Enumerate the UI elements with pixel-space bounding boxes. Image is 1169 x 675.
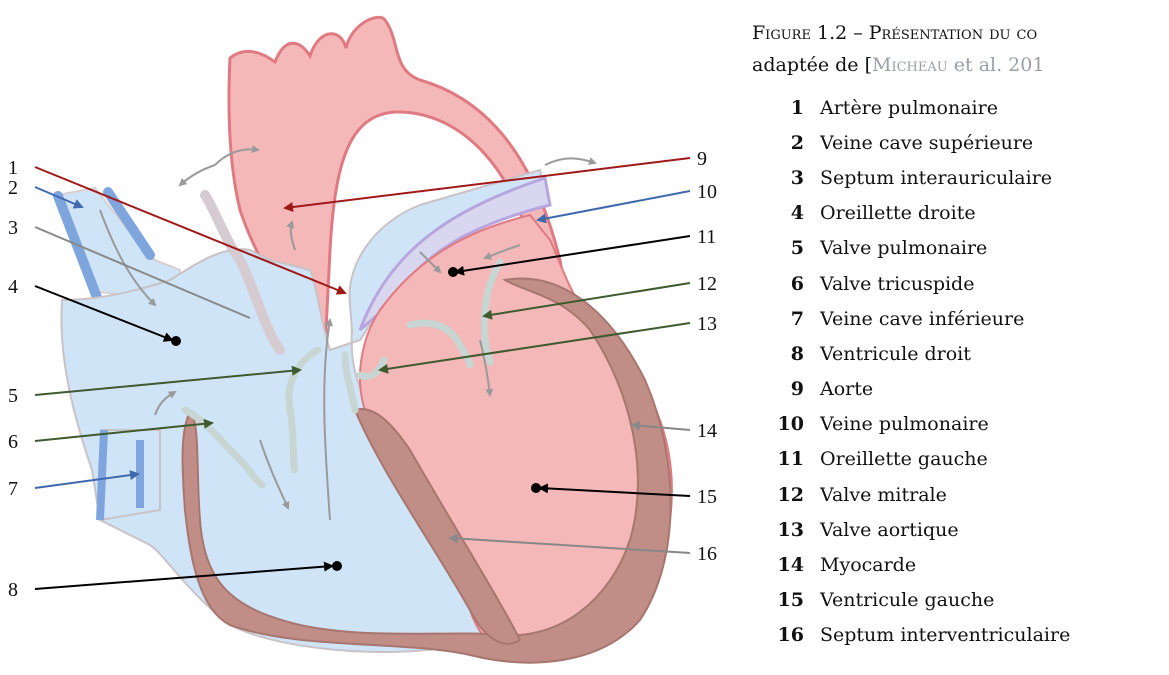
legend-number: 4 (760, 202, 804, 224)
legend-number: 9 (760, 378, 804, 400)
legend-item: 6 Valve tricuspide (760, 266, 1070, 301)
legend-item: 9 Aorte (760, 372, 1070, 407)
legend-number: 2 (760, 132, 804, 154)
legend-item: 11 Oreillette gauche (760, 442, 1070, 477)
callout-num-16: 16 (697, 543, 717, 565)
legend-number: 6 (760, 273, 804, 295)
legend-item: 8 Ventricule droit (760, 336, 1070, 371)
legend-item: 1 Artère pulmonaire (760, 90, 1070, 125)
legend-item: 15 Ventricule gauche (760, 583, 1070, 618)
callout-num-3: 3 (8, 217, 18, 239)
figure-source: adaptée de [Micheau et al. 201 (752, 54, 1044, 76)
legend-item: 14 Myocarde (760, 547, 1070, 582)
citation-author: Micheau (872, 54, 948, 76)
legend-number: 16 (760, 624, 804, 646)
legend-label: Myocarde (820, 554, 916, 576)
legend-number: 8 (760, 343, 804, 365)
legend-label: Ventricule droit (820, 343, 971, 365)
dot-right-atrium (171, 336, 181, 346)
figure-caption: Figure 1.2 – Présentation du co (752, 22, 1037, 44)
callout-num-2: 2 (8, 177, 18, 199)
callout-num-13: 13 (697, 313, 717, 335)
legend-number: 1 (760, 97, 804, 119)
legend-number: 13 (760, 519, 804, 541)
callout-num-11: 11 (697, 226, 716, 248)
legend-label: Valve tricuspide (820, 273, 974, 295)
legend-number: 5 (760, 237, 804, 259)
legend-number: 11 (760, 448, 804, 470)
citation-link[interactable]: Micheau et al. 201 (872, 54, 1044, 76)
legend-label: Veine cave supérieure (820, 132, 1033, 154)
legend-label: Artère pulmonaire (820, 97, 998, 119)
figure-caption-title: Figure 1.2 – Présentation du co (752, 22, 1037, 44)
callout-num-9: 9 (697, 148, 707, 170)
legend-item: 2 Veine cave supérieure (760, 125, 1070, 160)
pointer-10 (538, 191, 690, 220)
legend-number: 14 (760, 554, 804, 576)
callout-num-6: 6 (8, 431, 18, 453)
callout-num-5: 5 (8, 385, 18, 407)
callout-num-4: 4 (8, 276, 18, 298)
legend-label: Oreillette gauche (820, 448, 988, 470)
legend-list: 1 Artère pulmonaire 2 Veine cave supérieur… (760, 90, 1070, 653)
legend-item: 7 Veine cave inférieure (760, 301, 1070, 336)
legend-item: 10 Veine pulmonaire (760, 407, 1070, 442)
legend-label: Septum interauriculaire (820, 167, 1052, 189)
legend-label: Ventricule gauche (820, 589, 994, 611)
legend-item: 16 Septum interventriculaire (760, 618, 1070, 653)
callout-num-12: 12 (697, 273, 717, 295)
legend-number: 7 (760, 308, 804, 330)
legend-number: 15 (760, 589, 804, 611)
callout-num-8: 8 (8, 579, 18, 601)
legend-label: Septum interventriculaire (820, 624, 1070, 646)
legend-label: Veine pulmonaire (820, 413, 989, 435)
legend-label: Veine cave inférieure (820, 308, 1024, 330)
figure-source-prefix: adaptée de [ (752, 54, 872, 76)
dot-left-atrium (448, 267, 458, 277)
legend-label: Oreillette droite (820, 202, 976, 224)
legend-item: 13 Valve aortique (760, 512, 1070, 547)
legend-number: 10 (760, 413, 804, 435)
callout-num-15: 15 (697, 486, 717, 508)
legend-label: Aorte (820, 378, 873, 400)
callout-num-10: 10 (697, 181, 717, 203)
legend-item: 4 Oreillette droite (760, 196, 1070, 231)
citation-suffix: et al. 201 (948, 54, 1045, 76)
dot-left-ventricle (531, 483, 541, 493)
legend-number: 12 (760, 484, 804, 506)
legend-item: 5 Valve pulmonaire (760, 231, 1070, 266)
legend-number: 3 (760, 167, 804, 189)
legend-item: 12 Valve mitrale (760, 477, 1070, 512)
legend-item: 3 Septum interauriculaire (760, 160, 1070, 195)
legend-label: Valve aortique (820, 519, 959, 541)
legend-label: Valve mitrale (820, 484, 947, 506)
callout-num-1: 1 (8, 157, 18, 179)
callout-num-7: 7 (8, 478, 18, 500)
dot-right-ventricle (332, 561, 342, 571)
legend-label: Valve pulmonaire (820, 237, 987, 259)
callout-num-14: 14 (697, 420, 717, 442)
